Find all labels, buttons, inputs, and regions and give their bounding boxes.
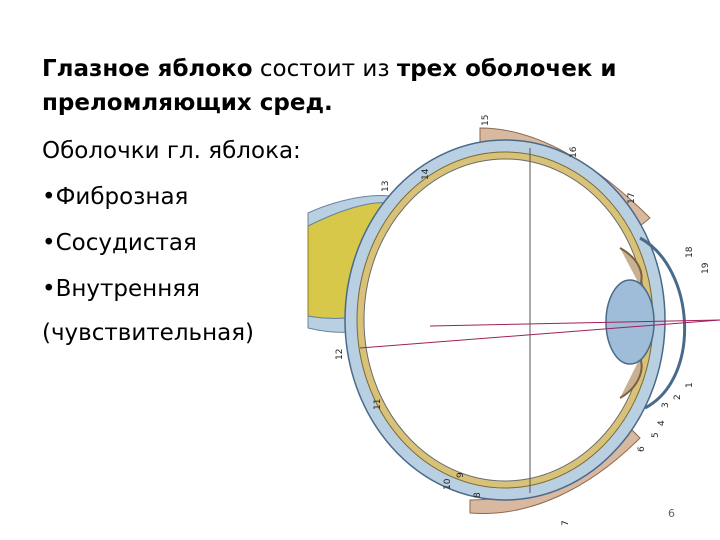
bullet-text: Фиброзная xyxy=(56,184,189,210)
title-bold-1: Глазное яблоко xyxy=(42,56,253,82)
eye-cross-section-figure: 15 16 17 18 19 14 13 12 11 10 9 8 7 1 2 … xyxy=(300,108,720,536)
bullet-marker: • xyxy=(42,276,56,302)
slide-title-line-1: Глазное яблоко состоит из трех оболочек … xyxy=(42,52,662,86)
figure-label-2: 2 xyxy=(673,394,683,400)
figure-label-18: 18 xyxy=(685,246,695,258)
figure-label-3: 3 xyxy=(661,402,671,408)
bullet-text: Сосудистая xyxy=(56,230,197,256)
figure-label-6: 6 xyxy=(637,446,647,452)
figure-label-1: 1 xyxy=(685,382,695,388)
bullet-marker: • xyxy=(42,230,56,256)
figure-label-9: 9 xyxy=(456,472,466,478)
figure-label-19: 19 xyxy=(701,262,711,274)
figure-label-13: 13 xyxy=(381,181,391,192)
title-bold-2: трех оболочек и xyxy=(397,56,617,82)
figure-label-11: 11 xyxy=(373,399,383,410)
title-normal: состоит из xyxy=(253,56,397,82)
figure-label-5: 5 xyxy=(651,432,661,438)
page-number: 6 xyxy=(668,507,675,520)
figure-label-8: 8 xyxy=(473,492,483,498)
figure-label-15: 15 xyxy=(481,115,491,126)
bullet-marker: • xyxy=(42,184,56,210)
figure-label-7: 7 xyxy=(561,520,571,526)
figure-label-14: 14 xyxy=(421,168,431,180)
figure-label-12: 12 xyxy=(335,349,345,360)
figure-label-16: 16 xyxy=(569,146,579,158)
figure-label-4: 4 xyxy=(657,420,667,426)
figure-label-10: 10 xyxy=(443,478,453,490)
figure-label-17: 17 xyxy=(627,193,637,204)
bullet-text: Внутренняя xyxy=(56,276,200,302)
vitreous-body xyxy=(364,159,646,481)
